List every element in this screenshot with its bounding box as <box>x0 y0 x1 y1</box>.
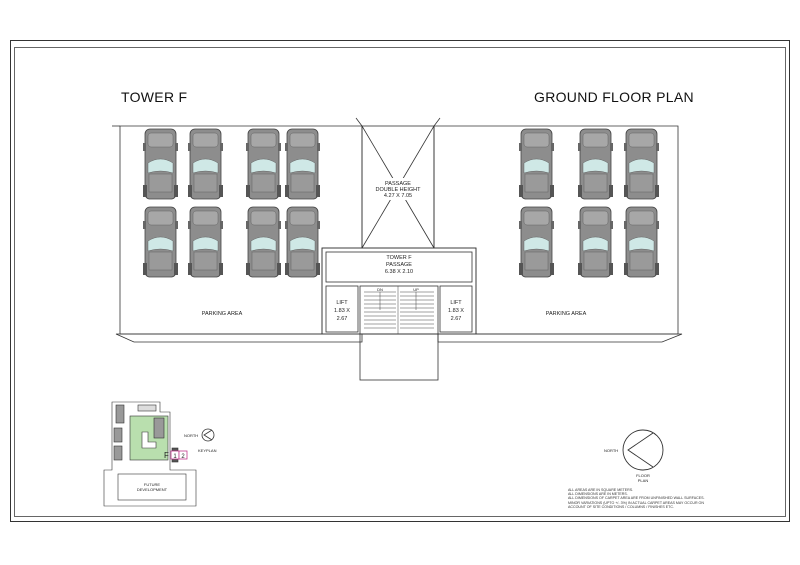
stair-up-label: UP <box>413 287 419 292</box>
tower-f-core-label: TOWER F <box>386 255 412 261</box>
parked-car <box>577 128 614 200</box>
parked-car <box>518 206 555 278</box>
parked-car <box>284 128 321 200</box>
lift-right-width: 1.83 X <box>448 308 464 314</box>
floor-plan-label-2: PLAN <box>638 478 649 483</box>
keyplan-north-label: NORTH <box>184 433 198 438</box>
stair-down-label: DN <box>377 287 383 292</box>
floor-north-label: NORTH <box>604 448 618 453</box>
note-line: ALL AREAS ARE IN SQUARE METERS. <box>568 488 634 492</box>
drawing-notes: ALL AREAS ARE IN SQUARE METERS. ALL DIME… <box>568 488 788 509</box>
lift-left-width: 1.83 X <box>334 308 350 314</box>
parked-car <box>623 206 660 278</box>
note-line: ACCOUNT OF SITE CONDITIONS / COLUMNS / F… <box>568 504 674 509</box>
drawing-inner-border <box>14 47 786 517</box>
note-line: MINOR VARIATIONS (UPTO +/- 3%) IN ACTUAL… <box>568 500 704 505</box>
parked-car <box>187 206 224 278</box>
future-development-label-2: DEVELOPMENT <box>137 487 168 492</box>
unit-box-2 <box>178 450 188 460</box>
keyplan-tower-letter: F <box>164 451 169 460</box>
unit-label-1: 1 <box>173 454 177 460</box>
staircase <box>364 286 434 334</box>
future-development-label: FUTURE <box>144 482 161 487</box>
parked-car <box>187 128 224 200</box>
note-line: ALL DIMENSIONS ARE IN METERS. <box>568 492 628 497</box>
parked-car <box>284 206 321 278</box>
parking-area-left-label: PARKING AREA <box>202 311 243 317</box>
keyplan-label: KEYPLAN <box>198 448 217 453</box>
parked-car <box>623 128 660 200</box>
lift-right-height: 2.67 <box>451 316 462 322</box>
tower-title: TOWER F <box>121 89 188 105</box>
parking-area-right-label: PARKING AREA <box>546 311 587 317</box>
note-line: ALL DIMENSIONS OF CARPET AREA ARE FROM U… <box>568 496 705 501</box>
lift-left-label: LIFT <box>336 300 348 306</box>
parked-car <box>518 128 555 200</box>
plan-title: GROUND FLOOR PLAN <box>534 89 694 105</box>
drawing-sheet-border <box>10 40 790 522</box>
parked-car <box>142 128 179 200</box>
passage-top-sub: DOUBLE HEIGHT <box>376 187 422 193</box>
floor-north-arrow-icon <box>622 429 664 471</box>
central-core <box>321 247 477 381</box>
passage-mid-label: PASSAGE <box>386 262 412 268</box>
floor-plan-label-1: FLOOR <box>636 473 650 478</box>
parked-car <box>577 206 614 278</box>
parked-car <box>245 128 282 200</box>
passage-mid-dims: 6.38 X 2.10 <box>385 269 413 275</box>
passage-top-dims: 4.27 X 7.05 <box>384 193 412 199</box>
parked-car <box>142 206 179 278</box>
keyplan-north-arrow-icon <box>201 428 215 442</box>
lift-left-height: 2.67 <box>337 316 348 322</box>
parked-car <box>245 206 282 278</box>
passage-top-label: PASSAGE <box>385 181 411 187</box>
unit-label-2: 2 <box>181 454 185 460</box>
passage-label-bg <box>368 178 428 200</box>
keyplan-site-drawing <box>103 401 197 507</box>
lift-right-label: LIFT <box>450 300 462 306</box>
